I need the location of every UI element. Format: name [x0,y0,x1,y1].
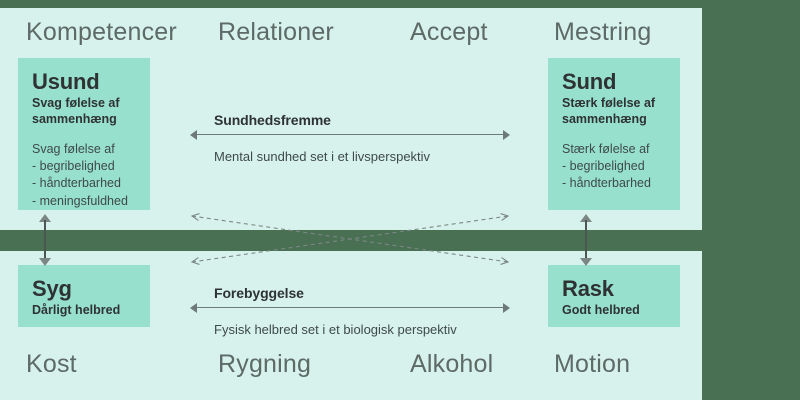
box-rask-subtitle-line1: Godt helbred [562,303,640,318]
state-box-usund: Usund Svag følelse af sammenhæng Svag fø… [18,58,150,210]
arrow-head-left-icon [190,130,197,140]
heading-alkohol: Alkohol [410,350,494,378]
box-usund-list-heading: Svag følelse af [32,142,115,157]
list-item: - håndterbarhed [562,176,651,191]
axis-sundhedsfremme-caption: Mental sundhed set i et livsperspektiv [214,149,431,164]
arrow-shaft [44,220,46,260]
heading-accept: Accept [410,18,488,46]
arrow-head-down-icon [580,258,592,266]
list-item: - begribelighed [562,158,645,173]
box-sund-subtitle-line2: sammenhæng [562,111,647,126]
axis-forebyggelse-caption: Fysisk helbred set i et biologisk perspe… [214,322,457,337]
box-sund-title: Sund [562,69,617,94]
arrow-shaft [196,307,504,308]
arrow-head-up-icon [39,214,51,222]
heading-motion: Motion [554,350,631,378]
list-item: - meningsfuldhed [32,194,128,209]
box-usund-subtitle-line1: Svag følelse af [32,96,120,111]
heading-rygning: Rygning [218,350,312,378]
state-box-syg: Syg Dårligt helbred [18,265,150,327]
arrow-shaft [585,220,587,260]
arrow-shaft [196,134,504,135]
box-usund-list: - begribelighed - håndterbarhed - mening… [32,158,138,211]
axis-forebyggelse: Forebyggelse Fysisk helbred set i et bio… [190,285,510,337]
arrow-head-right-icon [503,303,510,313]
list-item: - begribelighed [32,158,115,173]
arrow-head-up-icon [580,214,592,222]
box-usund-title: Usund [32,69,100,94]
box-syg-subtitle-line1: Dårligt helbred [32,303,121,318]
box-sund-list-heading: Stærk følelse af [562,142,650,157]
arrow-head-down-icon [39,258,51,266]
state-box-sund: Sund Stærk følelse af sammenhæng Stærk f… [548,58,680,210]
box-rask-title: Rask [562,276,614,301]
sundhedsfremme-double-arrow-icon [190,130,510,140]
axis-forebyggelse-label: Forebyggelse [214,285,304,301]
state-box-rask: Rask Godt helbred [548,265,680,327]
box-sund-list: - begribelighed - håndterbarhed [562,158,668,194]
list-item: - håndterbarhed [32,176,121,191]
heading-kompetencer: Kompetencer [26,18,177,46]
axis-sundhedsfremme-label: Sundhedsfremme [214,112,331,128]
vertical-double-arrow-right-icon [580,214,592,266]
box-syg-title: Syg [32,276,72,301]
box-usund-subtitle-line2: sammenhæng [32,111,117,126]
vertical-double-arrow-left-icon [39,214,51,266]
divider-band [0,230,800,251]
heading-mestring: Mestring [554,18,652,46]
axis-sundhedsfremme: Sundhedsfremme Mental sundhed set i et l… [190,112,510,164]
forebyggelse-double-arrow-icon [190,303,510,313]
heading-kost: Kost [26,350,77,378]
arrow-head-right-icon [503,130,510,140]
box-sund-subtitle-line1: Stærk følelse af [562,96,656,111]
arrow-head-left-icon [190,303,197,313]
heading-relationer: Relationer [218,18,334,46]
